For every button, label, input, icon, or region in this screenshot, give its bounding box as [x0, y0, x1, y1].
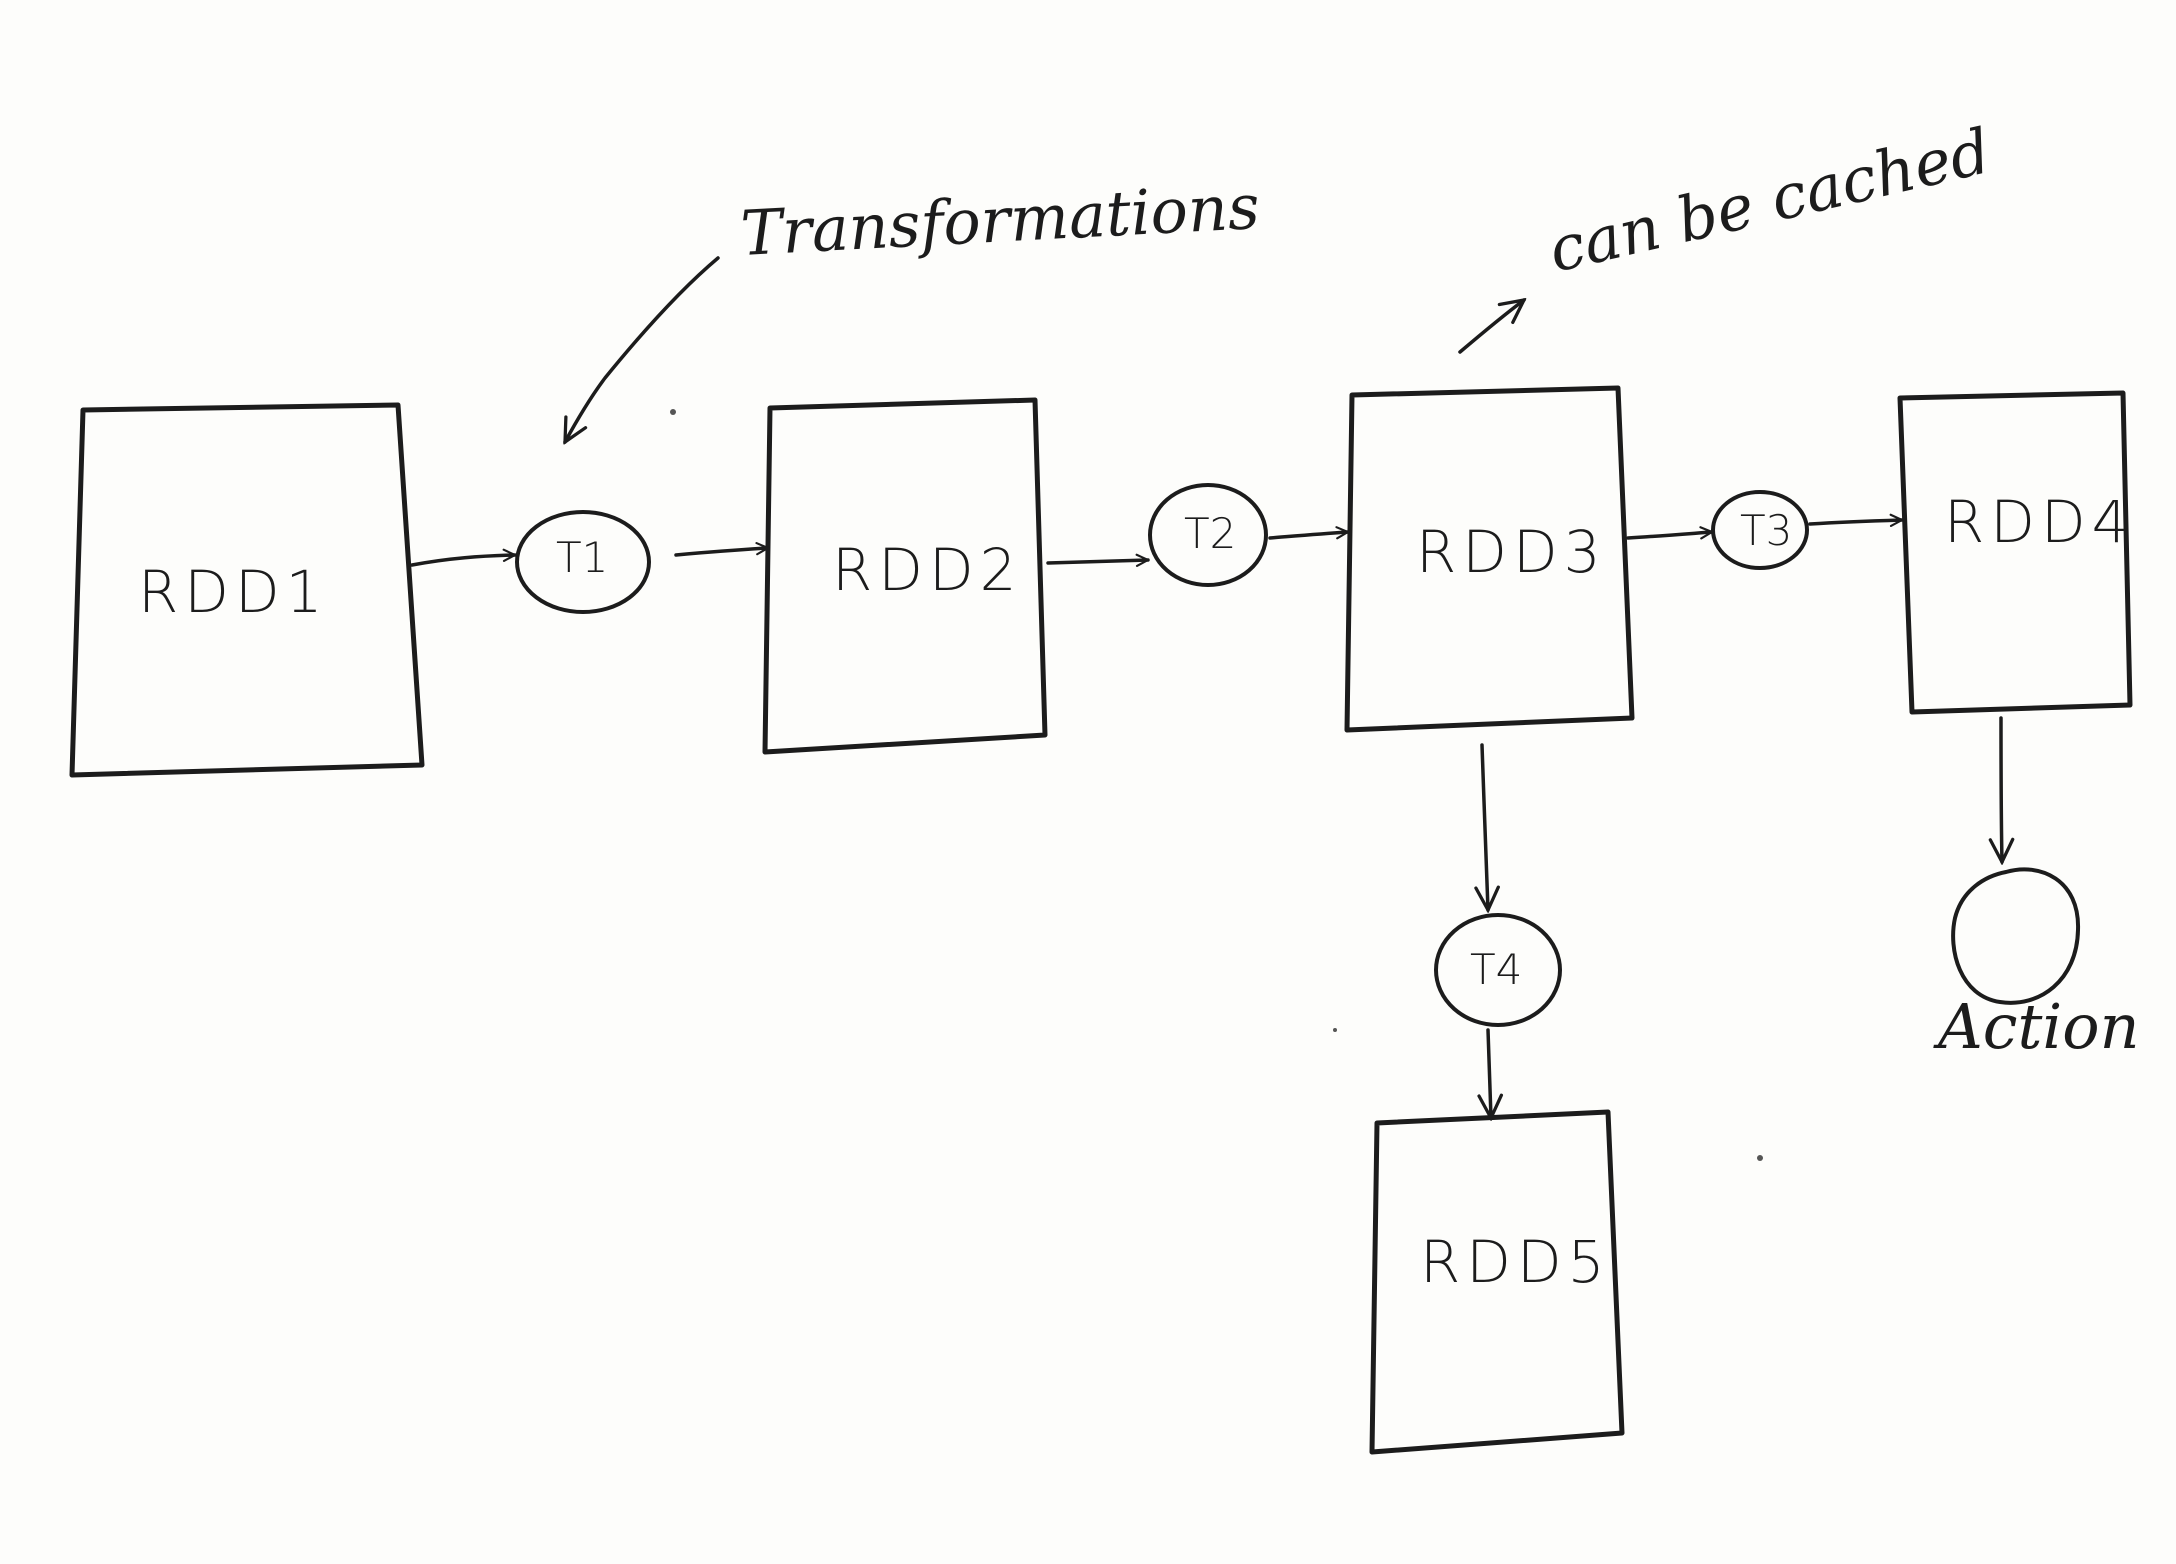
rdd1-label: RDD1 — [138, 558, 329, 626]
rdd5-label: RDD5 — [1420, 1228, 1611, 1296]
rdd5-box: RDD5 — [1369, 1109, 1625, 1455]
t4-node: T4 — [1434, 913, 1562, 1027]
rdd4-label: RDD4 — [1944, 488, 2135, 556]
edge-rdd1-t1 — [410, 555, 517, 567]
rdd2-box: RDD2 — [762, 397, 1048, 755]
t3-label: T3 — [1740, 506, 1792, 555]
t3-node: T3 — [1711, 490, 1809, 570]
rdd1-box: RDD1 — [69, 402, 425, 778]
rdd2-label: RDD2 — [832, 536, 1023, 604]
edge-t2-rdd3 — [1268, 532, 1348, 540]
action-label: Action — [1933, 990, 2140, 1063]
rdd3-label: RDD3 — [1416, 518, 1607, 586]
transformations-pointer — [563, 256, 720, 442]
t1-node: T1 — [515, 510, 651, 614]
edge-rdd3-t4 — [1482, 743, 1488, 910]
t2-node: T2 — [1148, 483, 1268, 587]
transformations-annotation: Transformations — [739, 170, 1261, 270]
paper-speck — [670, 409, 676, 415]
edge-rdd2-t2 — [1046, 560, 1150, 563]
cached-pointer — [1458, 300, 1524, 354]
edge-rdd3-t3 — [1626, 532, 1712, 540]
t4-label: T4 — [1470, 945, 1522, 994]
rdd4-box: RDD4 — [1897, 390, 2135, 715]
edge-rdd4-action — [2001, 716, 2002, 862]
paper-speck — [1333, 1028, 1337, 1032]
edge-t4-rdd5 — [1488, 1028, 1491, 1118]
rdd3-box: RDD3 — [1344, 385, 1635, 733]
t2-label: T2 — [1184, 509, 1236, 558]
cached-annotation: can be cached — [1542, 114, 1997, 286]
edge-t3-rdd4 — [1808, 520, 1904, 524]
t1-label: T1 — [556, 533, 608, 582]
edge-t1-rdd2 — [674, 548, 768, 557]
action-node — [1951, 867, 2081, 1005]
paper-speck — [1757, 1155, 1763, 1161]
